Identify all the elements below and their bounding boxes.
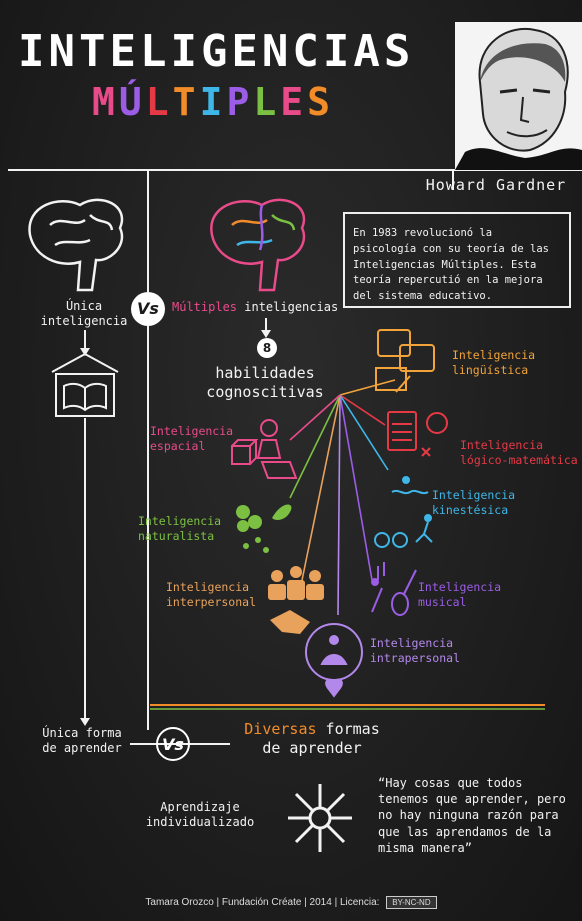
vs-badge-bottom: Vs bbox=[156, 727, 190, 761]
footer: Tamara Orozco | Fundación Créate | 2014 … bbox=[0, 896, 582, 909]
subtitle-letter: M bbox=[92, 80, 119, 124]
individual-learning-label: Aprendizaje individualizado bbox=[145, 800, 255, 829]
subtitle-letter: E bbox=[280, 80, 308, 124]
subtitle-letter: T bbox=[172, 80, 200, 124]
single-brain-icon bbox=[28, 198, 124, 292]
sports-icon bbox=[374, 476, 433, 548]
author-portrait bbox=[455, 22, 582, 170]
musical-label: Inteligencia musical bbox=[418, 580, 502, 609]
subtitle-letter: I bbox=[199, 80, 227, 124]
eight-badge: 8 bbox=[257, 338, 277, 358]
speech-bubbles-icon bbox=[375, 329, 435, 393]
skills-label: habilidades cognoscitivas bbox=[206, 364, 324, 401]
people-handshake-icon bbox=[268, 566, 324, 634]
intro-box: En 1983 revolucionó la psicología con su… bbox=[343, 212, 571, 308]
kinesthetic-label: Inteligencia kinestésica bbox=[432, 488, 516, 517]
book-house-icon bbox=[51, 352, 119, 417]
interpersonal-label: Inteligencia interpersonal bbox=[166, 580, 257, 609]
footer-credit: Tamara Orozco | Fundación Créate | 2014 … bbox=[145, 897, 380, 909]
calculator-icon bbox=[387, 411, 448, 457]
subtitle-letter: L bbox=[253, 80, 281, 124]
spatial-label: Inteligencia espacial bbox=[150, 424, 234, 453]
subtitle-letter: Ú bbox=[118, 80, 146, 124]
ways-word: formas de aprender bbox=[262, 720, 380, 757]
intelligence-rays bbox=[289, 379, 396, 616]
author-name: Howard Gardner bbox=[425, 176, 567, 194]
guitar-icon bbox=[371, 562, 417, 616]
intrapersonal-label: Inteligencia intrapersonal bbox=[370, 636, 461, 665]
single-way-label: Única forma de aprender bbox=[42, 726, 122, 755]
diverse-ways-label: Diversas formas de aprender bbox=[232, 720, 392, 758]
hands-tools-icon bbox=[288, 784, 352, 852]
single-intelligence-label: Única inteligencia bbox=[40, 299, 128, 328]
thinker-cube-icon bbox=[231, 419, 298, 479]
naturalist-label: Inteligencia naturalista bbox=[138, 514, 222, 543]
portrait-sketch bbox=[455, 27, 582, 170]
linguistic-label: Inteligencia lingüística bbox=[452, 348, 536, 377]
multiple-intelligences-label: Múltiples inteligencias bbox=[172, 300, 342, 315]
meditation-icon bbox=[305, 623, 363, 698]
intelligences-word: inteligencias bbox=[237, 300, 339, 314]
page-subtitle: MÚLTIPLES bbox=[92, 80, 334, 124]
diverse-word: Diversas bbox=[244, 720, 317, 738]
subtitle-letter: L bbox=[145, 80, 173, 124]
multiple-brain-icon bbox=[210, 198, 306, 292]
multiple-word: Múltiples bbox=[172, 300, 238, 314]
flowers-leaf-icon bbox=[236, 504, 292, 553]
license-badge[interactable]: BY-NC-ND bbox=[386, 896, 437, 909]
subtitle-letter: P bbox=[226, 80, 254, 124]
gardner-quote: “Hay cosas que todos tenemos que aprende… bbox=[378, 776, 566, 855]
subtitle-letter: S bbox=[307, 80, 335, 124]
vs-badge-top: Vs bbox=[131, 292, 165, 326]
page-title: INTELIGENCIAS bbox=[18, 26, 415, 77]
math-label: Inteligencia lógico-matemática bbox=[460, 438, 578, 467]
